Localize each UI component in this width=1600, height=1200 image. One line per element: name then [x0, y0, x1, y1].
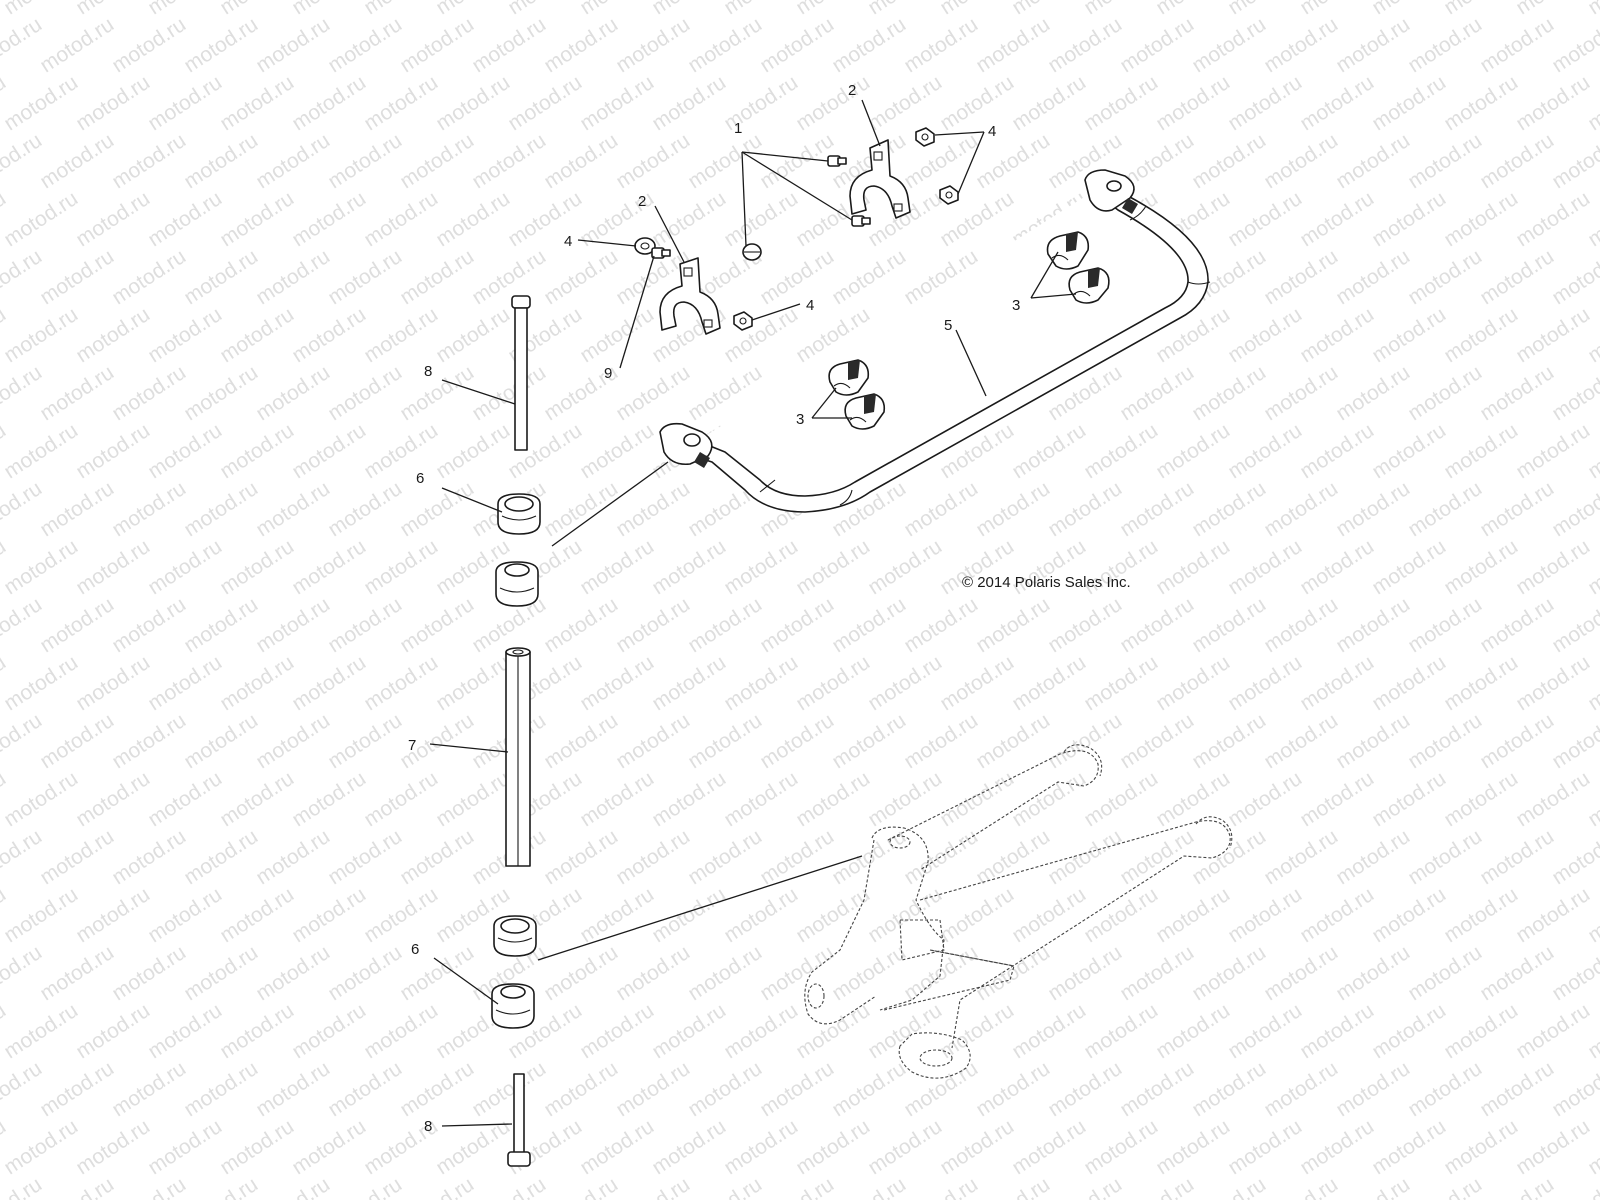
callout-1: 1 — [734, 120, 742, 137]
callout-4-right: 4 — [806, 297, 814, 314]
link-bushing-4 — [491, 983, 535, 1029]
link-bolt-top — [511, 295, 531, 451]
callout-6-upper: 6 — [416, 470, 424, 487]
stabilizer-link-tube — [505, 647, 531, 867]
link-bolt-bottom — [507, 1073, 531, 1167]
bolt-9 — [651, 247, 671, 259]
callout-4-left: 4 — [564, 233, 572, 250]
callout-5: 5 — [944, 317, 952, 334]
leader-lines — [429, 99, 1077, 1127]
stabilizer-bar — [659, 169, 1211, 513]
bar-bushing-lower-2 — [844, 393, 886, 430]
rear-suspension-arm-reference — [804, 744, 1233, 1079]
link-bushing-1 — [497, 493, 541, 535]
callout-numbers: 1 2 2 3 3 4 4 4 5 6 6 7 8 8 9 — [408, 82, 1020, 1135]
bolt-1a — [827, 155, 847, 167]
clamp-bracket-lower — [659, 257, 721, 335]
callout-9: 9 — [604, 365, 612, 382]
nut-4a — [915, 127, 935, 147]
clamp-bracket-upper — [849, 139, 911, 219]
callout-2-lower: 2 — [638, 193, 646, 210]
callout-2-upper: 2 — [848, 82, 856, 99]
bolt-1c-ghost — [742, 243, 762, 261]
link-bushing-2 — [495, 561, 539, 607]
bolt-1b — [851, 215, 871, 227]
nut-4d — [733, 311, 753, 331]
bar-bushing-upper-2 — [1068, 267, 1110, 304]
callout-3-lower: 3 — [796, 411, 804, 428]
callout-3-upper: 3 — [1012, 297, 1020, 314]
callout-8-lower: 8 — [424, 1118, 432, 1135]
callout-8-upper: 8 — [424, 363, 432, 380]
callout-4-upper: 4 — [988, 123, 996, 140]
bar-bushing-lower-1 — [828, 359, 870, 396]
callout-6-lower: 6 — [411, 941, 419, 958]
callout-7: 7 — [408, 737, 416, 754]
copyright-notice: © 2014 Polaris Sales Inc. — [962, 574, 1131, 591]
bar-bushing-upper-1 — [1046, 231, 1090, 270]
nut-4b — [939, 185, 959, 205]
link-bushing-3 — [493, 915, 537, 957]
